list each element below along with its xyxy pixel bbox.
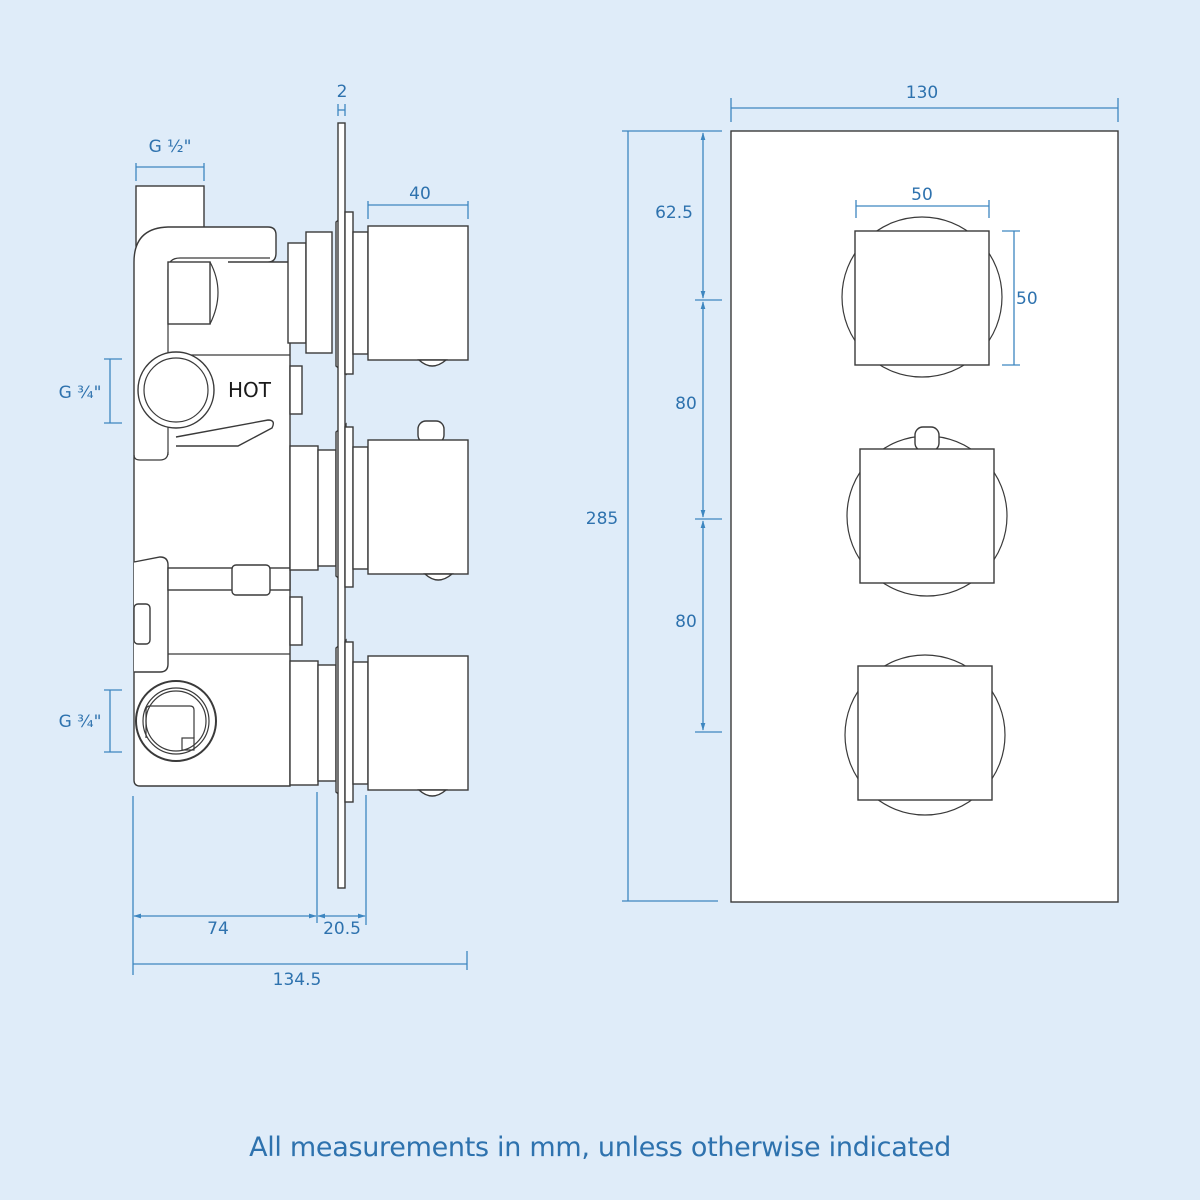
front-view: 130 50 50 285 62.5 [586,83,1119,903]
handle-bottom-side [367,655,469,797]
dim-body-depth: 74 [133,913,317,939]
cover-plate-side [337,122,346,889]
hot-label: HOT [228,378,272,402]
svg-text:74: 74 [207,919,229,939]
svg-text:285: 285 [586,509,618,529]
dim-plate-height: 285 [586,130,722,902]
dim-top-offset: 62.5 [655,132,706,299]
handle-top-side [367,225,469,367]
dim-plate-thickness: 2 [337,82,348,116]
dim-plate-to-handle: 20.5 [317,913,366,939]
svg-text:20.5: 20.5 [323,919,361,939]
svg-text:2: 2 [337,82,348,102]
dim-handle-height: 50 [1002,230,1038,366]
measurement-note: All measurements in mm, unless otherwise… [249,1132,951,1163]
svg-text:80: 80 [675,394,697,414]
dim-handle-depth: 40 [367,184,469,219]
svg-text:40: 40 [409,184,431,204]
svg-text:50: 50 [911,185,933,205]
handle-bottom-front [844,654,1006,816]
svg-text:50: 50 [1016,289,1038,309]
dim-overall-depth: 134.5 [133,963,467,990]
svg-text:134.5: 134.5 [273,970,322,990]
dim-outlet-thread: G ½" [135,137,205,181]
dim-cold-inlet-thread: G ¾" [59,689,122,753]
svg-text:G ½": G ½" [149,137,192,157]
dim-handle-spacing-2: 80 [675,520,706,731]
svg-text:G ¾": G ¾" [59,383,102,403]
handle-top-front [841,216,1003,378]
valve-body [133,185,291,787]
svg-text:G ¾": G ¾" [59,712,102,732]
handle-middle-front [846,426,1008,597]
svg-text:80: 80 [675,612,697,632]
dim-hot-inlet-thread: G ¾" [59,358,122,424]
dim-handle-width: 50 [855,185,990,218]
dim-plate-width: 130 [730,83,1119,122]
side-view: HOT [59,82,469,990]
dim-handle-spacing-1: 80 [675,301,706,518]
svg-text:62.5: 62.5 [655,203,693,223]
svg-text:130: 130 [906,83,938,103]
handle-middle-side [367,420,469,581]
